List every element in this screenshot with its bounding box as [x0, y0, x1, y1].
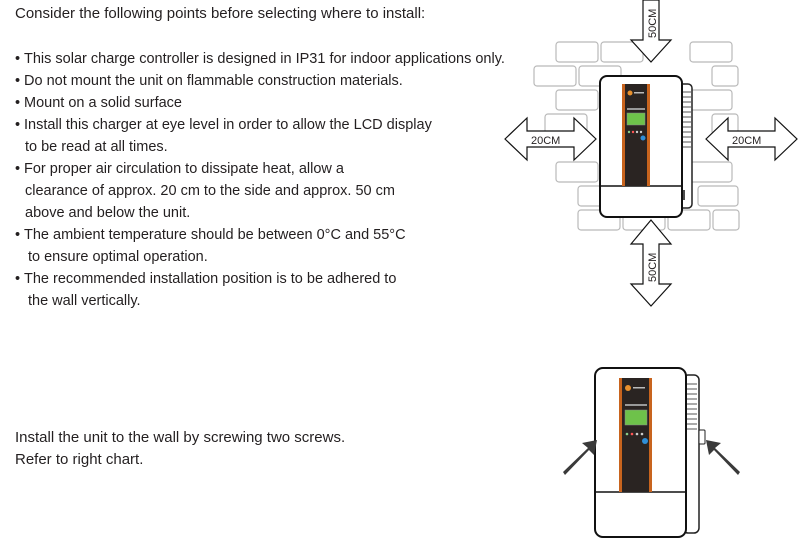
clearance-arrow-right: 20CM: [705, 116, 798, 162]
clearance-arrow-icon: [705, 116, 798, 162]
clearance-arrow-top: 50CM: [629, 0, 673, 63]
brand-logo-icon: [627, 90, 633, 96]
bullet-line: Install this charger at eye level in ord…: [24, 117, 432, 133]
screw-arrow-right: [706, 440, 740, 475]
clearance-bottom-label: 50CM: [647, 253, 659, 282]
brand-logo-icon: [625, 385, 631, 391]
bullet-line: Do not mount the unit on flammable const…: [24, 73, 403, 89]
clearance-arrow-left: 20CM: [504, 116, 597, 162]
list-item: For proper air circulation to dissipate …: [15, 158, 555, 224]
bullet-line: This solar charge controller is designed…: [24, 51, 505, 67]
intro-text: Consider the following points before sel…: [15, 5, 426, 22]
bullet-line: to be read at all times.: [25, 139, 168, 155]
install-line: Install the unit to the wall by screwing…: [15, 429, 346, 446]
list-item: Install this charger at eye level in ord…: [15, 114, 555, 158]
bullet-line: Mount on a solid surface: [24, 95, 182, 111]
clearance-arrow-icon: [504, 116, 597, 162]
list-item: This solar charge controller is designed…: [15, 48, 555, 70]
screw-arrow-left: [563, 440, 597, 475]
list-item: Do not mount the unit on flammable const…: [15, 70, 555, 92]
controller-unit-angled: [594, 367, 706, 538]
install-requirements-list: This solar charge controller is designed…: [15, 48, 555, 312]
clearance-right-label: 20CM: [732, 135, 761, 147]
clearance-left-label: 20CM: [531, 135, 560, 147]
clearance-arrow-icon: [629, 219, 673, 307]
list-item: The ambient temperature should be betwee…: [15, 224, 555, 268]
clearance-arrow-bottom: 50CM: [629, 219, 673, 307]
bullet-line: The recommended installation position is…: [24, 271, 397, 287]
install-line: Refer to right chart.: [15, 451, 144, 468]
bullet-line: For proper air circulation to dissipate …: [24, 161, 344, 177]
bullet-line: above and below the unit.: [25, 205, 191, 221]
list-item: The recommended installation position is…: [15, 268, 555, 312]
list-item: Mount on a solid surface: [15, 92, 555, 114]
bullet-line: The ambient temperature should be betwee…: [24, 227, 406, 243]
install-instructions: Install the unit to the wall by screwing…: [15, 427, 345, 471]
controller-unit-front: [599, 75, 693, 218]
bullet-line: clearance of approx. 20 cm to the side a…: [25, 183, 395, 199]
screw-arrow-icon: [706, 440, 740, 475]
screw-arrow-icon: [563, 440, 597, 475]
bullet-line: the wall vertically.: [28, 293, 141, 309]
clearance-top-label: 50CM: [647, 9, 659, 38]
clearance-arrow-icon: [629, 0, 673, 63]
bullet-line: to ensure optimal operation.: [28, 249, 208, 265]
